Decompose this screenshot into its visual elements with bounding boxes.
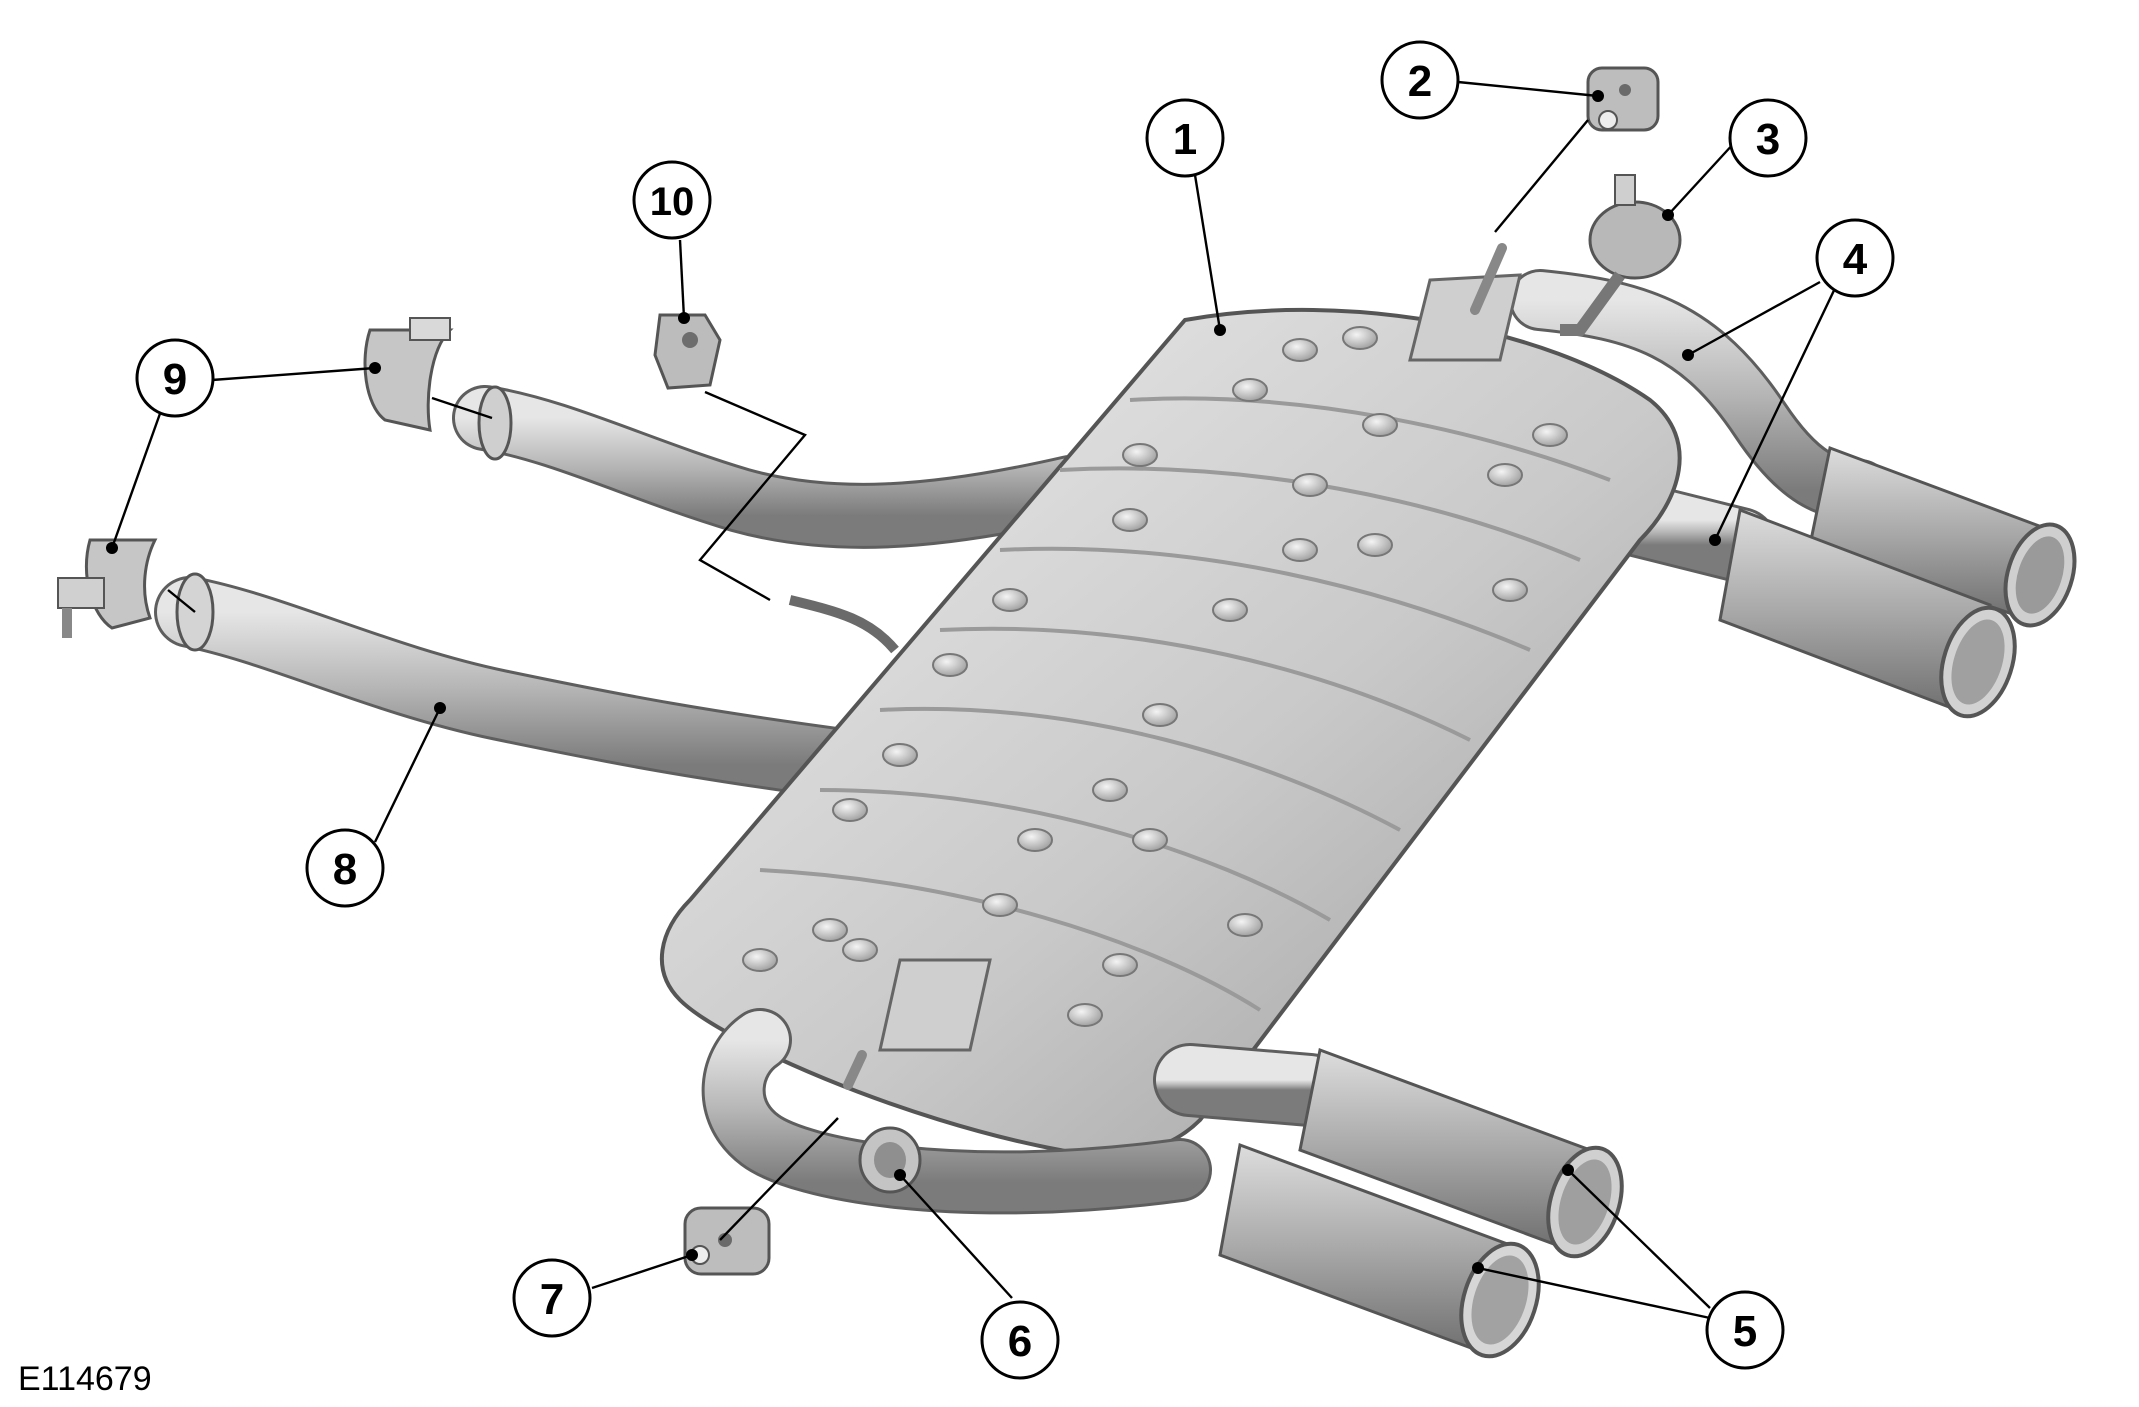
callout-4: 4 bbox=[1815, 218, 1895, 298]
callout-9: 9 bbox=[135, 338, 215, 418]
callout-8: 8 bbox=[305, 828, 385, 908]
leader-dots bbox=[106, 90, 1721, 1274]
leader-lines bbox=[110, 80, 1840, 1320]
svg-text:8: 8 bbox=[333, 845, 357, 894]
lower-inlet-pipe bbox=[154, 572, 886, 801]
svg-text:7: 7 bbox=[540, 1275, 564, 1324]
rear-right-tailpipes bbox=[1509, 269, 2077, 719]
exhaust-valve-actuator bbox=[1560, 174, 1682, 336]
muffler-ribs bbox=[759, 396, 1611, 1012]
upper-inlet-pipe bbox=[452, 385, 1103, 549]
callout-1: 1 bbox=[1145, 98, 1225, 178]
muffler-dimples bbox=[742, 326, 1568, 1027]
svg-text:4: 4 bbox=[1843, 235, 1868, 284]
rear-left-tailpipes bbox=[701, 1008, 1624, 1359]
callout-2: 2 bbox=[1380, 40, 1460, 120]
sensor-tube bbox=[788, 595, 899, 654]
callout-5: 5 bbox=[1705, 1290, 1785, 1370]
callout-6: 6 bbox=[980, 1300, 1060, 1380]
callout-7: 7 bbox=[512, 1258, 592, 1338]
figure-reference: E114679 bbox=[18, 1360, 152, 1398]
upper-rubber-insulator bbox=[1586, 66, 1660, 132]
callout-3: 3 bbox=[1728, 98, 1808, 178]
sensor-bracket bbox=[653, 313, 722, 390]
svg-text:10: 10 bbox=[650, 180, 695, 224]
lower-pipe-clamp bbox=[57, 538, 158, 638]
svg-text:2: 2 bbox=[1408, 57, 1432, 106]
svg-text:3: 3 bbox=[1756, 115, 1780, 164]
lower-valve-actuator bbox=[858, 1126, 922, 1194]
svg-text:5: 5 bbox=[1733, 1307, 1757, 1356]
upper-hanger-bracket bbox=[1408, 273, 1522, 362]
lower-rubber-insulator bbox=[683, 1206, 771, 1276]
callout-10: 10 bbox=[632, 160, 712, 240]
upper-pipe-clamp bbox=[363, 317, 454, 432]
svg-text:6: 6 bbox=[1008, 1317, 1032, 1366]
upper-hanger-pin bbox=[1470, 243, 1507, 315]
svg-text:9: 9 bbox=[163, 355, 187, 404]
lower-hanger-pin bbox=[843, 1050, 867, 1090]
lower-hanger-bracket bbox=[878, 958, 992, 1052]
rear-muffler bbox=[659, 273, 1682, 1158]
svg-text:1: 1 bbox=[1173, 115, 1197, 164]
